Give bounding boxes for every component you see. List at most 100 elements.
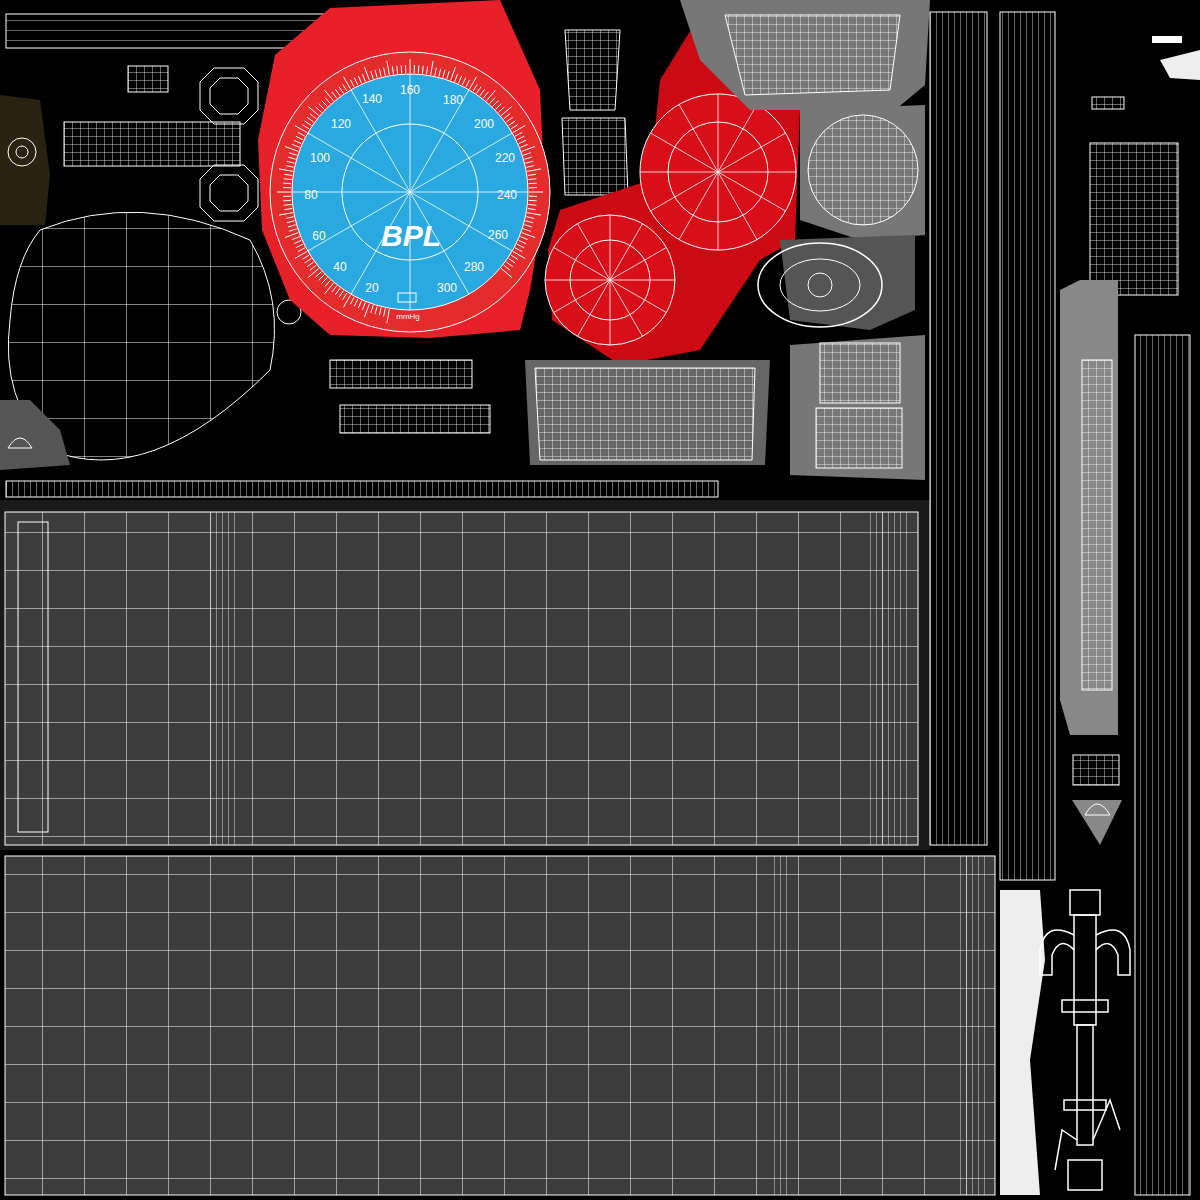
gauge-tick bbox=[322, 101, 328, 107]
gauge-number: 240 bbox=[497, 189, 517, 201]
gauge-number: 180 bbox=[443, 94, 463, 106]
gauge-tick bbox=[287, 221, 295, 223]
gauge-tick bbox=[289, 229, 297, 231]
gauge-tick bbox=[384, 68, 386, 76]
gauge-tick bbox=[279, 213, 293, 215]
uv-patch bbox=[816, 408, 902, 468]
gauge-tick bbox=[295, 252, 307, 259]
uv-patch bbox=[1090, 143, 1178, 295]
valve-spoke bbox=[554, 280, 610, 313]
uv-octagon bbox=[210, 175, 248, 211]
gauge-tick bbox=[379, 307, 381, 315]
gauge-tick bbox=[517, 136, 524, 140]
cuff-panel bbox=[5, 512, 918, 845]
gauge-spoke bbox=[410, 90, 469, 192]
gauge-tick bbox=[332, 92, 337, 98]
gauge-tick bbox=[525, 161, 533, 163]
gauge-tick bbox=[310, 265, 316, 270]
gauge-tick bbox=[431, 61, 433, 75]
gauge-tick bbox=[525, 221, 533, 223]
gauge-tick bbox=[319, 275, 325, 281]
gauge-tick bbox=[296, 244, 303, 248]
valve-spoke bbox=[578, 224, 611, 280]
valve-spoke bbox=[650, 172, 718, 211]
gauge-tick bbox=[344, 77, 351, 89]
gauge-tick bbox=[288, 157, 296, 159]
tube-strip bbox=[930, 12, 987, 845]
uv-octagon bbox=[210, 78, 248, 114]
gauge-tick bbox=[493, 101, 499, 107]
uv-patch bbox=[1082, 360, 1112, 690]
gauge-tick bbox=[283, 196, 291, 197]
valve-wireframe bbox=[545, 215, 675, 345]
uv-strip bbox=[6, 481, 718, 497]
gauge-ticks bbox=[277, 59, 543, 323]
gauge-tick bbox=[277, 192, 291, 193]
gauge-tick bbox=[405, 65, 406, 73]
gauge-window bbox=[398, 293, 416, 302]
gauge-tick bbox=[520, 144, 527, 147]
valve-spoke bbox=[640, 172, 718, 173]
valve-spokes bbox=[545, 94, 796, 345]
uv-patch bbox=[1073, 755, 1119, 785]
uv-patch bbox=[820, 343, 900, 403]
valve-spoke bbox=[718, 172, 719, 250]
gauge-number: 140 bbox=[362, 93, 382, 105]
gauge-tick bbox=[387, 309, 389, 323]
gauge-tick bbox=[339, 87, 343, 94]
uv-island bbox=[525, 360, 770, 465]
uv-disc bbox=[8, 138, 36, 166]
uv-patch bbox=[562, 118, 628, 195]
gauge-number: 20 bbox=[365, 282, 378, 294]
gauge-tick bbox=[283, 183, 291, 185]
gauge-tick bbox=[527, 213, 541, 215]
gauge-spoke bbox=[351, 90, 410, 192]
gauge-tick bbox=[504, 114, 510, 119]
gauge-tick bbox=[302, 125, 309, 129]
gauge-tick bbox=[443, 70, 445, 78]
gauge-tick bbox=[392, 66, 393, 74]
gauge-number: 80 bbox=[304, 189, 317, 201]
gauge-tick bbox=[292, 144, 299, 147]
gauge-tick bbox=[515, 132, 522, 136]
cuff-seam bbox=[960, 856, 990, 1195]
valve-spoke bbox=[679, 172, 718, 240]
gauge-tick bbox=[307, 117, 313, 122]
uv-octagon bbox=[200, 68, 258, 124]
gauge-tick bbox=[284, 209, 292, 210]
gauge-tick bbox=[528, 209, 536, 210]
gauge-tick bbox=[354, 299, 358, 306]
gauge-tick bbox=[509, 259, 516, 263]
bulb-cap-wireframe bbox=[808, 115, 918, 225]
valve-spoke bbox=[545, 280, 610, 281]
gauge-tick bbox=[501, 268, 512, 277]
gauge-tick bbox=[522, 147, 535, 152]
gauge-tick bbox=[519, 240, 526, 243]
gauge-tick bbox=[375, 306, 377, 314]
uv-island bbox=[1072, 800, 1122, 845]
valve-ring bbox=[808, 273, 832, 297]
gauge-tick bbox=[435, 68, 437, 76]
gauge-tick bbox=[524, 157, 532, 159]
gauge-tick bbox=[285, 147, 298, 152]
gauge-tick bbox=[332, 286, 337, 292]
valve-spoke bbox=[718, 94, 719, 172]
gauge-tick bbox=[447, 71, 449, 79]
gauge-tick bbox=[310, 114, 316, 119]
gauge-tick bbox=[307, 262, 313, 267]
gauge-tick bbox=[511, 125, 518, 129]
gauge-tick bbox=[506, 117, 512, 122]
uv-island bbox=[790, 335, 925, 480]
gauge-tick bbox=[298, 132, 305, 136]
gauge-tick bbox=[504, 265, 510, 270]
gauge-tick bbox=[319, 104, 325, 110]
gauge-tick bbox=[322, 278, 328, 284]
gauge-tick bbox=[490, 98, 495, 104]
gauge-tick bbox=[401, 65, 403, 73]
uv-patch bbox=[64, 122, 240, 166]
panel-ground bbox=[0, 500, 930, 850]
gauge-tick bbox=[283, 187, 291, 188]
gauge-tick bbox=[286, 166, 294, 168]
gauge-tick bbox=[528, 178, 536, 180]
